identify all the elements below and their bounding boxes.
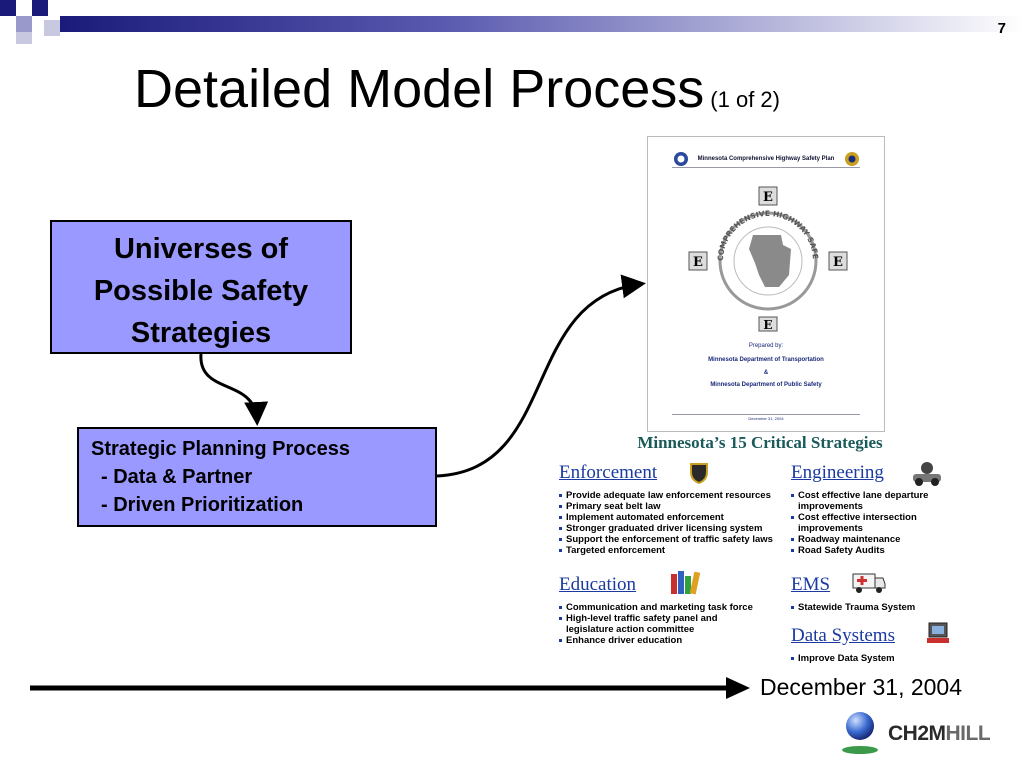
ambulance-icon xyxy=(852,573,886,593)
page-title: Detailed Model Process(1 of 2) xyxy=(134,58,780,120)
list-item: Targeted enforcement xyxy=(559,545,779,556)
planning-line-2: - Data & Partner xyxy=(101,466,253,488)
cover-seals xyxy=(674,152,859,166)
data-systems-list: Improve Data System xyxy=(791,653,931,664)
page-number: 7 xyxy=(997,20,1006,37)
data-systems-heading: Data Systems xyxy=(791,625,895,646)
cover-header: Minnesota Comprehensive Highway Safety P… xyxy=(672,151,860,168)
universes-box: Universes of Possible Safety Strategies xyxy=(50,220,352,354)
planning-line-1: Strategic Planning Process xyxy=(91,438,350,460)
title-suffix: (1 of 2) xyxy=(710,87,780,112)
cover-amp: & xyxy=(763,370,769,376)
universes-line-2: Possible Safety xyxy=(93,275,309,307)
enforcement-heading: Enforcement xyxy=(559,462,658,483)
education-list: Communication and marketing task force H… xyxy=(559,602,759,646)
list-item: Roadway maintenance xyxy=(791,534,931,545)
list-item: Support the enforcement of traffic safet… xyxy=(559,534,779,545)
universes-line-1: Universes of xyxy=(113,233,289,265)
list-item: Provide adequate law enforcement resourc… xyxy=(559,490,779,501)
road-roller-icon xyxy=(913,462,941,486)
strategies-title: Minnesota’s 15 Critical Strategies xyxy=(637,433,883,452)
books-icon xyxy=(671,571,701,595)
title-main: Detailed Model Process xyxy=(134,59,705,119)
badge-icon xyxy=(690,463,708,484)
list-item: Implement automated enforcement xyxy=(559,512,779,523)
timeline-date: December 31, 2004 xyxy=(760,674,963,700)
logo-bold: CH2M xyxy=(888,722,946,745)
planning-line-3: - Driven Prioritization xyxy=(101,494,304,516)
list-item: Enhance driver education xyxy=(559,635,759,646)
plan-cover-document: Minnesota Comprehensive Highway Safety P… xyxy=(647,136,885,432)
strategic-planning-box: Strategic Planning Process - Data & Part… xyxy=(77,427,437,527)
safety-plan-seal: COMPREHENSIVE HIGHWAY SAFETY PLAN E E E … xyxy=(683,183,848,332)
list-item: Communication and marketing task force xyxy=(559,602,759,613)
prepared-by: Prepared by: xyxy=(748,343,784,349)
arrow-to-plan-cover xyxy=(436,274,646,478)
engineering-section: Engineering Cost effective lane departur… xyxy=(791,462,941,556)
enforcement-list: Provide adequate law enforcement resourc… xyxy=(559,490,779,556)
ems-section: EMS Statewide Trauma System xyxy=(791,573,931,613)
e-letter-left: E xyxy=(693,255,703,270)
header-decoration xyxy=(0,0,1024,44)
education-heading: Education xyxy=(559,574,637,595)
computer-icon xyxy=(927,622,949,643)
list-item: Primary seat belt law xyxy=(559,501,779,512)
list-item: Stronger graduated driver licensing syst… xyxy=(559,523,779,534)
cover-org-1: Minnesota Department of Transportation xyxy=(708,357,824,363)
education-section: Education Communication and marketing ta… xyxy=(559,571,759,646)
e-letter-bottom: E xyxy=(763,318,772,332)
list-item: Statewide Trauma System xyxy=(791,602,931,613)
data-systems-section: Data Systems Improve Data System xyxy=(791,622,949,664)
timeline-arrowhead xyxy=(726,677,750,699)
e-letter-top: E xyxy=(763,190,773,205)
ems-heading: EMS xyxy=(791,574,831,595)
arrow-to-planning xyxy=(199,353,269,426)
universes-line-3: Strategies xyxy=(130,317,272,349)
ems-list: Statewide Trauma System xyxy=(791,602,931,613)
engineering-heading: Engineering xyxy=(791,462,884,483)
list-item: High-level traffic safety panel and legi… xyxy=(559,613,726,635)
ch2mhill-logo-text: CH2MHILL xyxy=(888,722,991,746)
cover-org-2: Minnesota Department of Public Safety xyxy=(710,382,822,388)
list-item: Improve Data System xyxy=(791,653,931,664)
engineering-list: Cost effective lane departure improvemen… xyxy=(791,490,931,556)
list-item: Cost effective lane departure improvemen… xyxy=(791,490,931,512)
list-item: Road Safety Audits xyxy=(791,545,931,556)
list-item: Cost effective intersection improvements xyxy=(791,512,931,534)
enforcement-section: Enforcement Provide adequate law enforce… xyxy=(559,462,779,556)
cover-date: December 31, 2004 xyxy=(748,416,784,421)
logo-light: HILL xyxy=(945,722,991,745)
e-letter-right: E xyxy=(833,255,843,270)
ch2mhill-logo-globe-icon xyxy=(842,712,878,754)
